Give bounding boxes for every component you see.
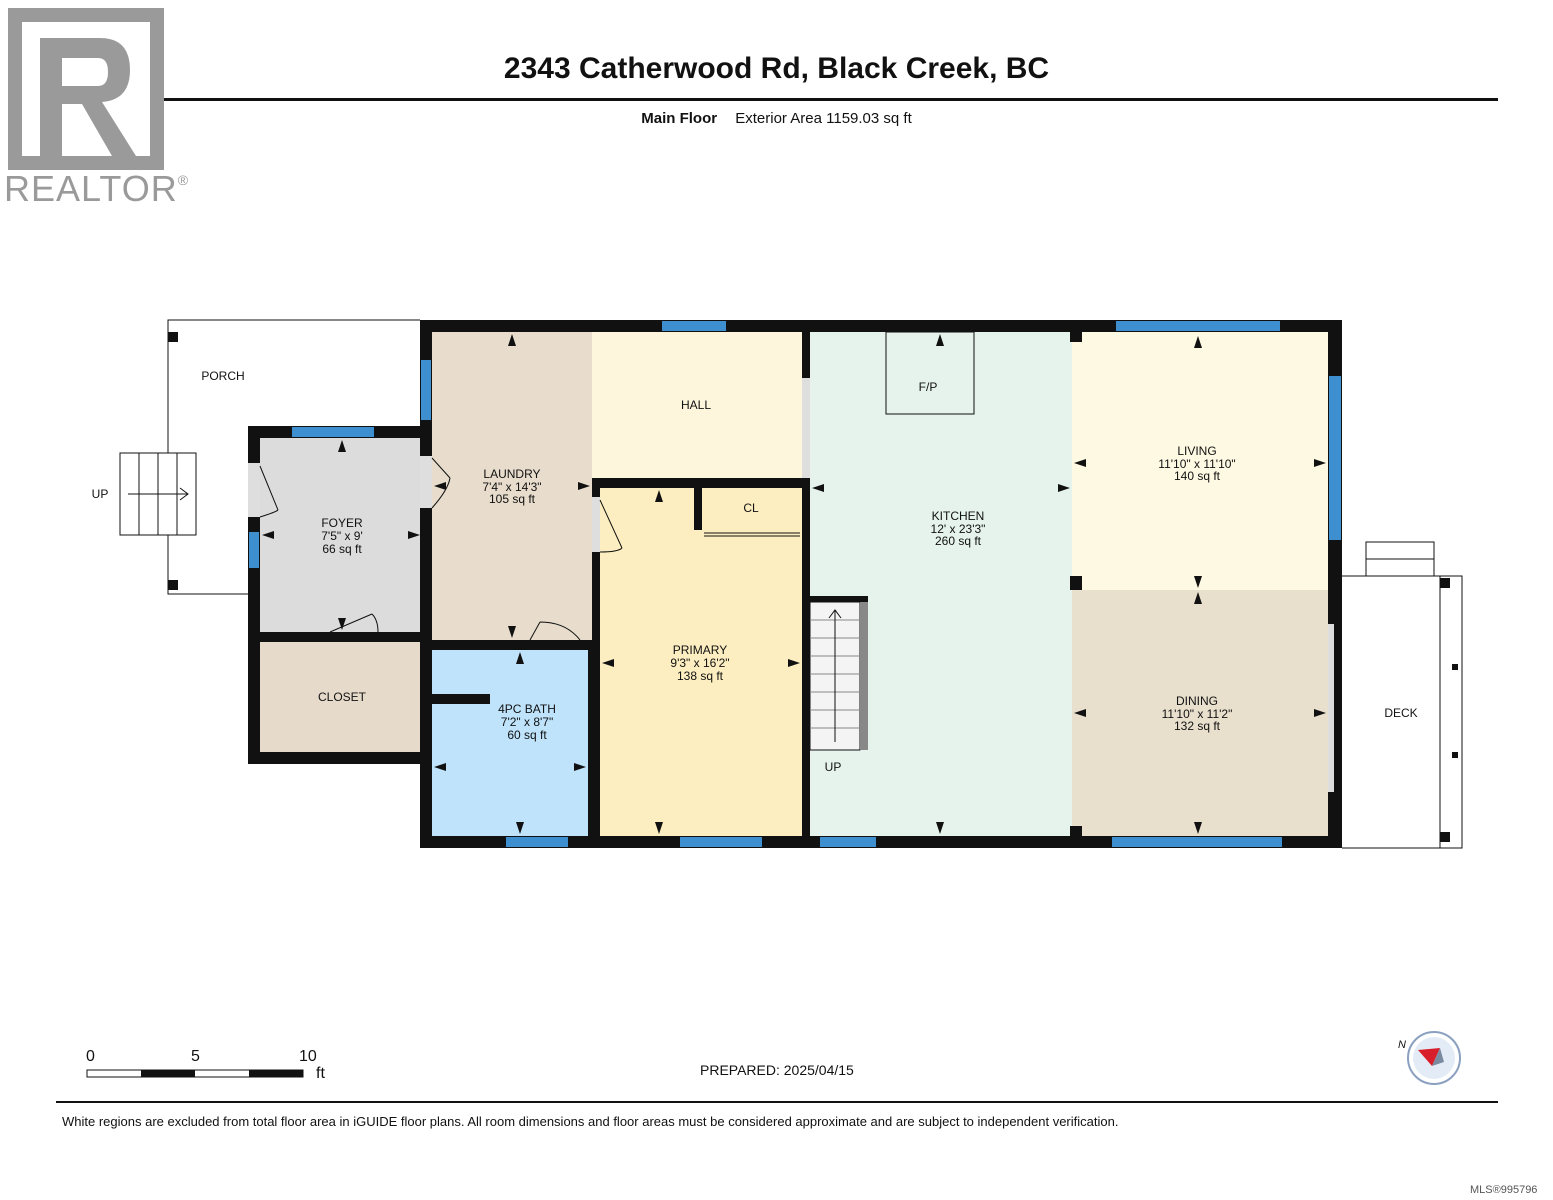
dining-name: DINING xyxy=(1176,694,1218,708)
header-rule xyxy=(56,98,1498,101)
deck-label: DECK xyxy=(1384,706,1417,720)
floor-name: Main Floor xyxy=(641,110,718,127)
foyer-name: FOYER xyxy=(321,516,363,530)
scale-label-0: 0 xyxy=(86,1048,95,1065)
floor-subtitle: Main Floor Exterior Area 1159.03 sq ft xyxy=(0,110,1553,127)
living-dims: 11'10" x 11'10" xyxy=(1158,457,1235,471)
dining-dims: 11'10" x 11'2" xyxy=(1162,707,1233,721)
dimension-arrows xyxy=(262,334,1326,834)
laundry-fill xyxy=(432,332,592,642)
closet-fill xyxy=(260,642,422,754)
porch-label: PORCH xyxy=(201,369,244,383)
primary-name: PRIMARY xyxy=(673,643,727,657)
stairs-label: UP xyxy=(825,760,842,774)
kitchen-dims: 12' x 23'3" xyxy=(931,522,986,536)
compass-label: N xyxy=(1398,1039,1406,1051)
windows xyxy=(249,321,1341,847)
kitchen-fill xyxy=(810,332,1072,836)
dining-area: 132 sq ft xyxy=(1174,719,1221,733)
footer-rule xyxy=(56,1101,1498,1103)
bath-fill xyxy=(432,650,588,836)
laundry-dims: 7'4" x 14'3" xyxy=(482,480,541,494)
floor-plan: PORCH UP FOYER 7'5" x 9' 66 sq ft CLOSET… xyxy=(92,319,1463,849)
hall-name: HALL xyxy=(681,398,711,412)
laundry-name: LAUNDRY xyxy=(483,467,540,481)
foyer-dims: 7'5" x 9' xyxy=(321,529,363,543)
dining-fill xyxy=(1072,590,1328,836)
kitchen-name: KITCHEN xyxy=(932,509,985,523)
disclaimer: White regions are excluded from total fl… xyxy=(62,1114,1119,1129)
bath-dims: 7'2" x 8'7" xyxy=(501,715,553,729)
hall-fill xyxy=(592,332,802,480)
scale-label-5: 5 xyxy=(191,1048,200,1065)
living-name: LIVING xyxy=(1177,444,1216,458)
porch-stairs-label: UP xyxy=(92,487,109,501)
bath-area: 60 sq ft xyxy=(507,728,547,742)
door-swings xyxy=(259,457,800,641)
exterior-area: Exterior Area 1159.03 sq ft xyxy=(735,110,912,127)
prepared-date: PREPARED: 2025/04/15 xyxy=(700,1062,854,1078)
primary-dims: 9'3" x 16'2" xyxy=(670,656,729,670)
porch-post xyxy=(168,332,178,342)
living-area: 140 sq ft xyxy=(1174,469,1221,483)
kitchen-area: 260 sq ft xyxy=(935,534,982,548)
interior-stairs xyxy=(809,601,868,751)
realtor-logo-icon xyxy=(8,8,164,170)
cl-name: CL xyxy=(743,501,759,515)
north-arrow-icon: N xyxy=(1398,1031,1461,1085)
up-arrow-icon xyxy=(179,487,189,501)
page-title: 2343 Catherwood Rd, Black Creek, BC xyxy=(503,52,1050,85)
foyer-fill xyxy=(260,438,422,634)
bath-name: 4PC BATH xyxy=(498,702,556,716)
porch-post xyxy=(168,580,178,590)
mls-number: MLS®995796 xyxy=(1470,1184,1538,1196)
realtor-wordmark-text: REALTOR xyxy=(4,168,178,209)
realtor-wordmark: REALTOR® xyxy=(4,168,189,210)
registered-mark: ® xyxy=(177,172,190,188)
living-fill xyxy=(1072,332,1328,590)
scale-bar xyxy=(86,1069,304,1078)
scale-unit: ft xyxy=(316,1065,325,1082)
primary-fill xyxy=(600,488,802,836)
primary-area: 138 sq ft xyxy=(677,669,724,683)
closet-name: CLOSET xyxy=(318,690,367,704)
scale-label-10: 10 xyxy=(299,1048,317,1065)
foyer-area: 66 sq ft xyxy=(322,542,362,556)
laundry-area: 105 sq ft xyxy=(489,492,536,506)
fireplace-label: F/P xyxy=(919,380,938,394)
